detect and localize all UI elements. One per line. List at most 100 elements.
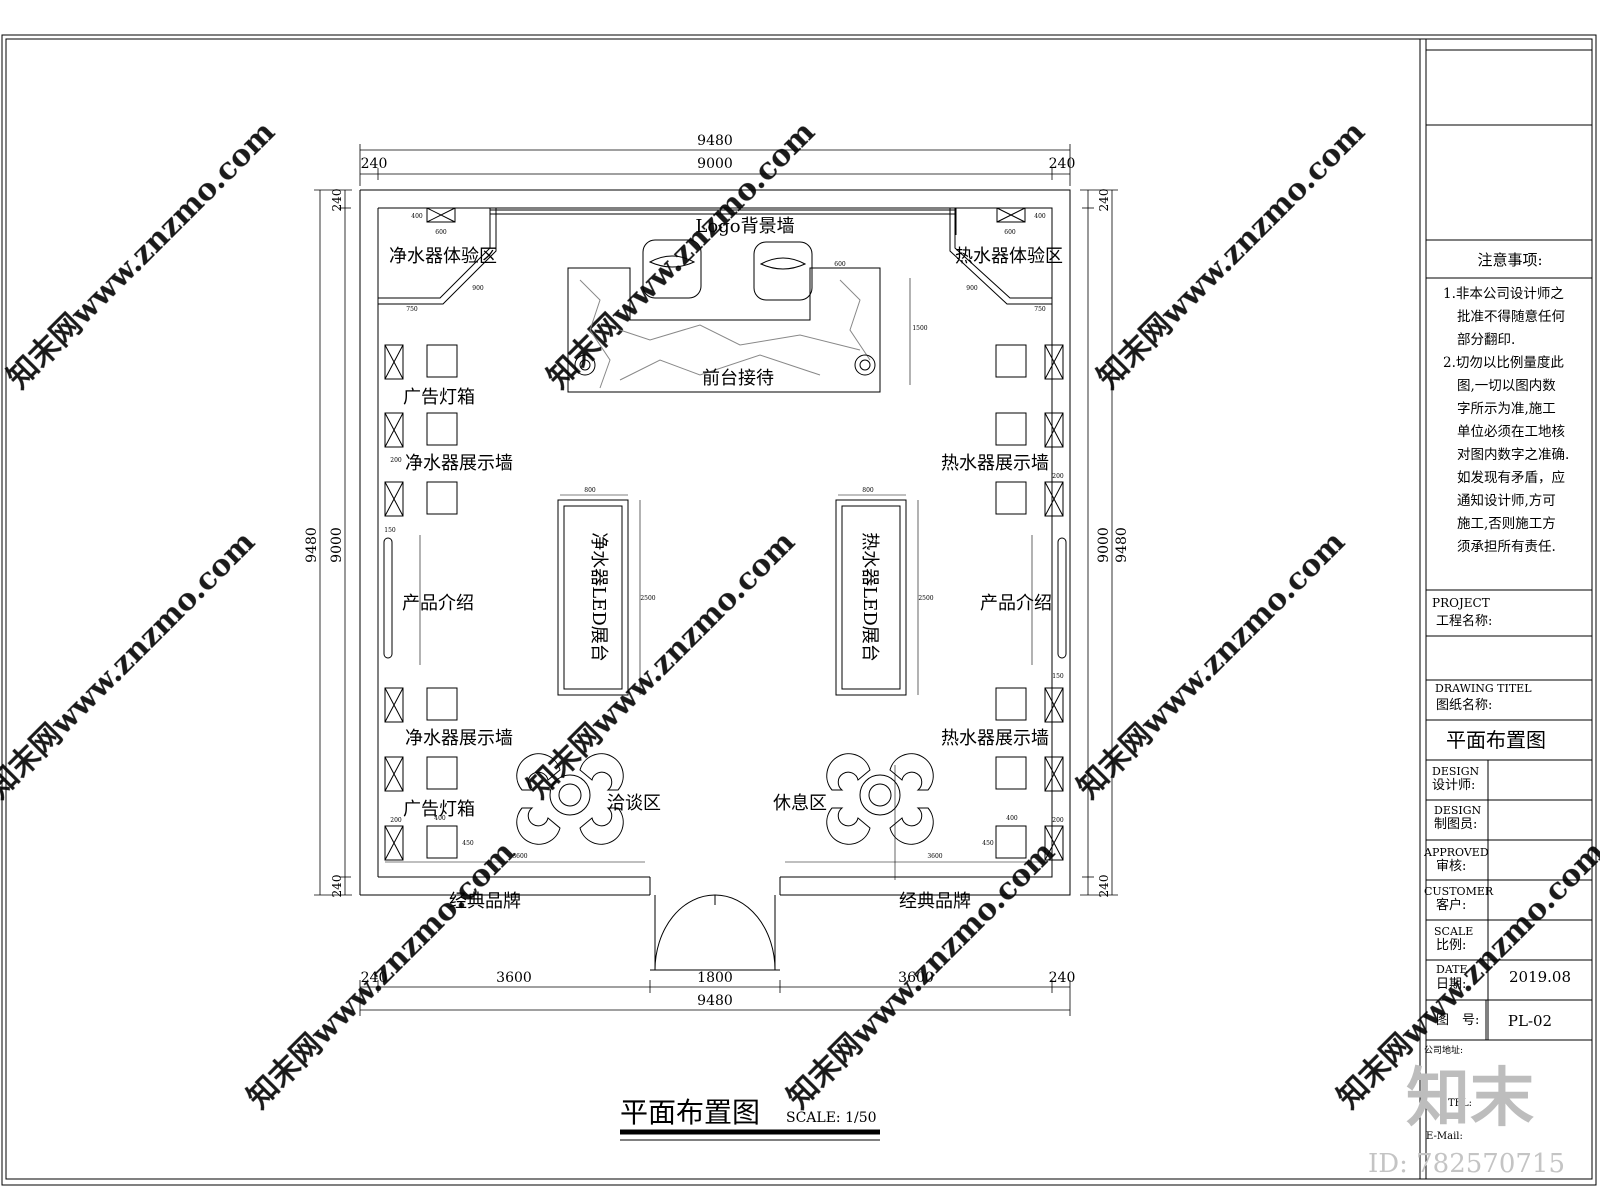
small-dim: 900 xyxy=(472,285,484,292)
right-wall-fixtures xyxy=(995,344,1067,861)
dim-left-inner: 9000 xyxy=(329,527,345,563)
note-line: 须承担所有责任. xyxy=(1457,539,1556,555)
email-label: E-Mail: xyxy=(1426,1131,1463,1142)
dimension-labels: 9480 9000 240 240 9480 9000 240 240 9000… xyxy=(304,133,1130,1009)
drawing-title-label-cn: 图纸名称: xyxy=(1436,697,1492,713)
label-heater-experience: 热水器体验区 xyxy=(955,246,1063,267)
date-value: 2019.08 xyxy=(1509,968,1571,986)
dim-top-wall-right: 240 xyxy=(1049,156,1076,172)
label-heater-display-bottom: 热水器展示墙 xyxy=(941,728,1049,749)
title-block xyxy=(1419,39,1592,1179)
small-dim: 400 xyxy=(1034,213,1046,220)
drafter-label-en: DESIGN xyxy=(1434,804,1482,817)
heater-led-stand-shape xyxy=(835,499,919,696)
dimension-lines xyxy=(314,144,1118,1016)
floor-plan xyxy=(359,189,1071,971)
small-dim: 1500 xyxy=(912,325,927,332)
label-ad-lightbox-top: 广告灯箱 xyxy=(403,387,475,408)
outer-wall xyxy=(360,189,1071,896)
scale-label: SCALE: 1/50 xyxy=(786,1110,877,1126)
small-dim: 450 xyxy=(462,840,474,847)
small-dim: 400 xyxy=(1006,815,1018,822)
customer-label-en: CUSTOMER xyxy=(1424,885,1494,898)
scale-label-cn: 比例: xyxy=(1436,938,1466,953)
approved-label-cn: 审核: xyxy=(1436,859,1466,874)
small-dimension-labels: 400 600 750 900 400 600 750 900 600 1500… xyxy=(384,213,1064,860)
notes-heading: 注意事项: xyxy=(1477,251,1542,269)
label-purifier-display-bottom: 净水器展示墙 xyxy=(405,728,513,749)
drawing-no: PL-02 xyxy=(1508,1012,1552,1030)
left-wall-fixtures xyxy=(383,344,458,861)
small-dim: 200 xyxy=(1052,817,1064,824)
heater-experience-counter xyxy=(949,207,1052,305)
sheet-border xyxy=(1,34,1597,1186)
label-classic-brand-right: 经典品牌 xyxy=(899,891,971,912)
note-line: 部分翻印. xyxy=(1457,332,1515,348)
tel-label: TEL: xyxy=(1448,1098,1472,1109)
small-dim: 800 xyxy=(584,487,596,494)
label-ad-lightbox-bottom: 广告灯箱 xyxy=(403,799,475,820)
dim-left-wall-bottom: 240 xyxy=(330,875,344,898)
designer-label-en: DESIGN xyxy=(1432,765,1480,778)
note-line: 字所示为准,施工 xyxy=(1457,401,1556,417)
label-heater-led-stand: 热水器LED展台 xyxy=(859,532,880,662)
notes-list: 1.非本公司设计师之 批准不得随意任何 部分翻印. 2.切勿以比例量度此 图,一… xyxy=(1443,286,1569,555)
label-purifier-display-top: 净水器展示墙 xyxy=(405,453,513,474)
watermark-text: 知末网www.znzmo.com xyxy=(1071,524,1352,805)
project-label-cn: 工程名称: xyxy=(1436,613,1492,629)
label-reception: 前台接待 xyxy=(702,368,774,389)
note-line: 通知设计师,方可 xyxy=(1457,492,1556,509)
note-line: 批准不得随意任何 xyxy=(1457,308,1565,325)
small-dim: 200 xyxy=(390,457,402,464)
dim-top-total: 9480 xyxy=(697,133,733,149)
customer-label-cn: 客户: xyxy=(1436,897,1466,913)
small-dim: 150 xyxy=(384,527,396,534)
dim-right-total: 9480 xyxy=(1114,527,1130,563)
dim-top-inner: 9000 xyxy=(697,156,733,172)
scale-label-en: SCALE xyxy=(1434,925,1473,938)
drawing-title-block: 平面布置图 SCALE: 1/50 xyxy=(620,1096,880,1141)
dim-left-wall-top: 240 xyxy=(330,189,344,212)
watermark-layer: 知末网www.znzmo.com 知末网www.znzmo.com 知末网www… xyxy=(0,114,1600,1115)
purifier-experience-counter xyxy=(378,207,497,305)
small-dim: 750 xyxy=(406,306,418,313)
negotiation-table-set xyxy=(516,753,624,845)
small-dim: 150 xyxy=(1052,673,1064,680)
small-dim: 400 xyxy=(411,213,423,220)
title-block-text: 注意事项: 1.非本公司设计师之 批准不得随意任何 部分翻印. 2.切勿以比例量… xyxy=(1423,251,1571,1142)
label-purifier-experience: 净水器体验区 xyxy=(389,246,497,267)
small-dim: 3600 xyxy=(512,853,527,860)
dim-left-total: 9480 xyxy=(304,527,320,563)
small-dim: 600 xyxy=(1004,229,1016,236)
dim-bottom-seg-left: 3600 xyxy=(496,970,532,986)
note-line: 单位必须在工地核 xyxy=(1457,424,1565,440)
designer-label-cn: 设计师: xyxy=(1432,778,1475,793)
label-product-intro-left: 产品介绍 xyxy=(402,593,474,614)
project-label-en: PROJECT xyxy=(1432,596,1490,610)
small-dim: 600 xyxy=(834,261,846,268)
label-negotiation-area: 洽谈区 xyxy=(607,793,661,814)
label-classic-brand-left: 经典品牌 xyxy=(449,891,521,912)
label-product-intro-right: 产品介绍 xyxy=(980,593,1052,614)
small-dim: 600 xyxy=(435,229,447,236)
label-purifier-led-stand: 净水器LED展台 xyxy=(588,532,609,662)
room-labels: Logo背景墙 前台接待 净水器体验区 热水器体验区 广告灯箱 净水器展示墙 热… xyxy=(389,216,1063,912)
rest-table-set xyxy=(826,753,934,880)
inner-dim-lines xyxy=(385,494,1045,863)
drafter-label-cn: 制图员: xyxy=(1434,817,1477,832)
brand-watermark: 知末 ID: 782570715 xyxy=(1368,1061,1565,1179)
note-line: 对图内数字之准确. xyxy=(1457,447,1569,463)
note-line: 图,一切以图内数 xyxy=(1457,378,1556,394)
dim-bottom-seg-right: 3600 xyxy=(898,970,934,986)
small-dim: 400 xyxy=(434,815,446,822)
watermark-text: 知末网www.znzmo.com xyxy=(541,114,822,395)
dim-bottom-total: 9480 xyxy=(697,993,733,1009)
dim-bottom-wall-right: 240 xyxy=(1049,970,1076,986)
approved-label-en: APPROVED xyxy=(1423,846,1489,859)
dim-right-wall-top: 240 xyxy=(1097,189,1111,212)
reception-desk xyxy=(567,239,911,393)
label-heater-display-top: 热水器展示墙 xyxy=(941,453,1049,474)
inner-wall xyxy=(378,207,1053,878)
entrance-door xyxy=(650,894,780,971)
